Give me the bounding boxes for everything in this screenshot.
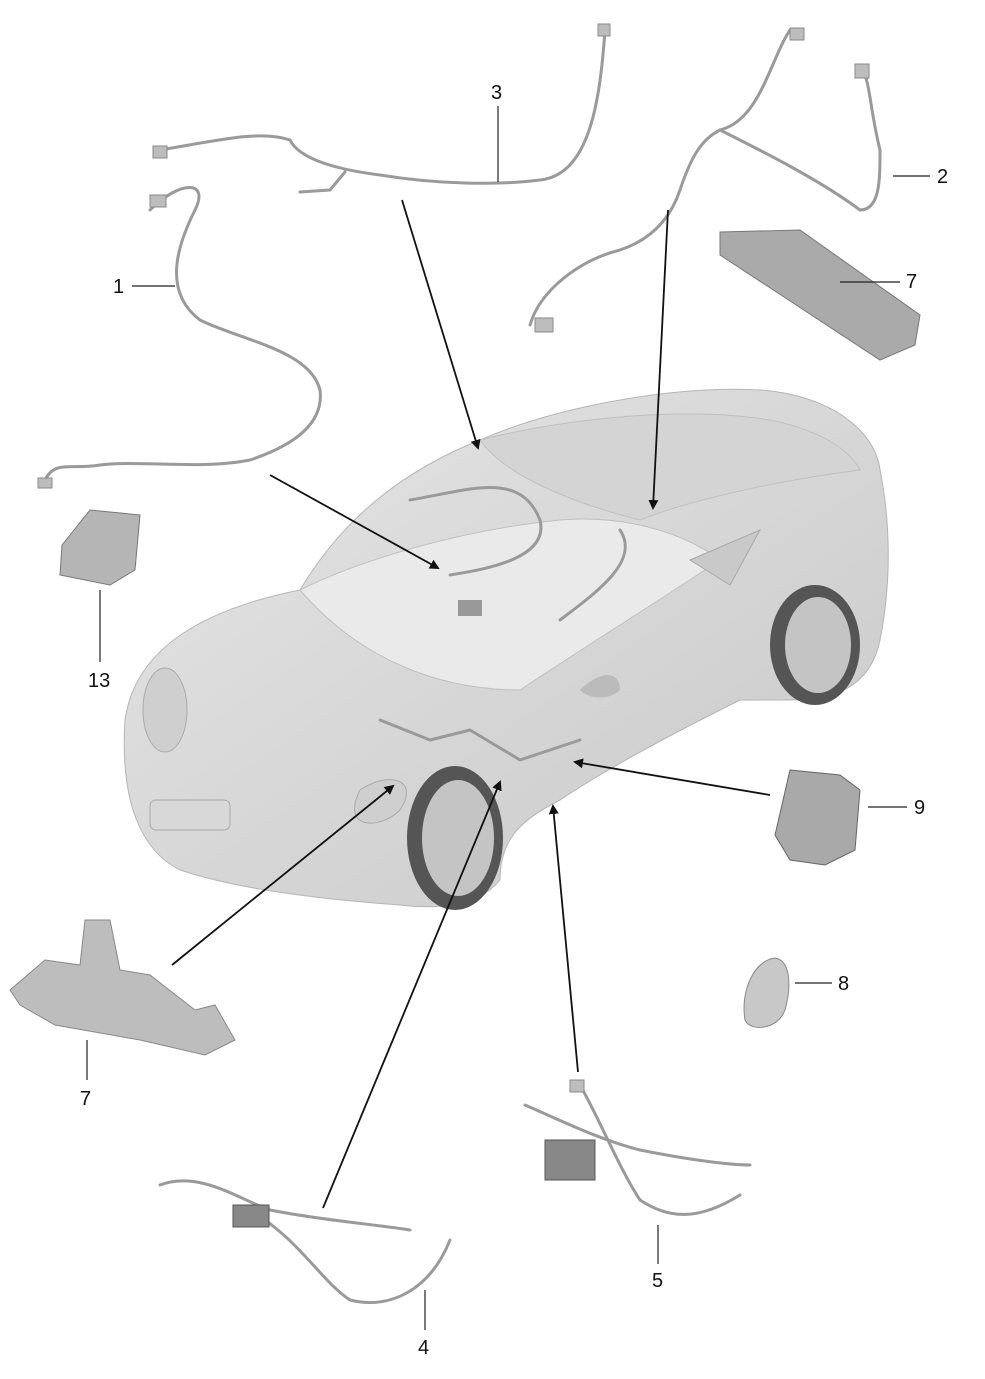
label-part-7-lower: 7 (80, 1088, 91, 1110)
part-13-control-unit (59, 509, 141, 586)
part-9-fuse-box (774, 769, 861, 866)
arrow-1 (269, 474, 440, 569)
part-1-harness (37, 186, 322, 489)
arrow-2 (648, 209, 669, 510)
label-part-8: 8 (838, 973, 849, 995)
arrow-3 (401, 199, 481, 450)
label-part-4: 4 (418, 1337, 429, 1359)
car-illustration (123, 388, 889, 910)
label-part-5: 5 (652, 1270, 663, 1292)
label-part-2: 2 (937, 166, 948, 188)
arrow-7-bracket (171, 784, 395, 966)
part-8-cap (743, 957, 790, 1028)
part-7-bracket (9, 919, 236, 1056)
arrow-9 (573, 758, 771, 796)
label-part-3: 3 (491, 82, 502, 104)
part-4-harness (158, 1179, 452, 1304)
arrow-5 (548, 804, 579, 1073)
label-part-13: 13 (88, 670, 110, 692)
part-2-harness (528, 27, 882, 333)
part-7-control-unit (719, 229, 921, 361)
pointer-arrows (171, 199, 771, 1209)
leader-lines (86, 106, 930, 1330)
label-part-1: 1 (113, 276, 124, 298)
label-part-7-upper: 7 (906, 271, 917, 293)
label-part-9: 9 (914, 797, 925, 819)
arrow-4 (322, 780, 502, 1209)
part-5-harness (523, 1079, 752, 1216)
part-3-harness (152, 23, 611, 194)
